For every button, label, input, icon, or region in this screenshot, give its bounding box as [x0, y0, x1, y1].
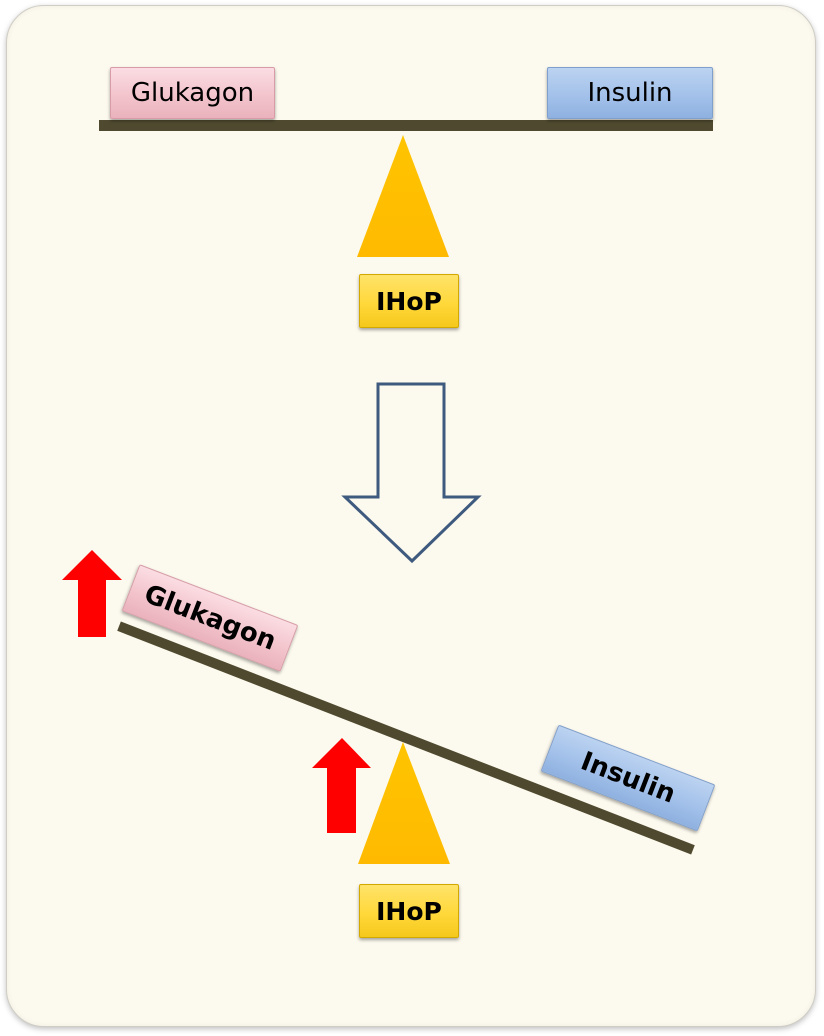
bottom-fulcrum-triangle: [358, 742, 450, 864]
top-insulin-box: Insulin: [547, 67, 713, 119]
top-fulcrum-triangle: [357, 135, 449, 257]
top-glukagon-box: Glukagon: [110, 67, 275, 119]
transition-down-arrow-icon: [341, 382, 482, 564]
top-ihop-box: IHoP: [359, 274, 459, 328]
top-insulin-label: Insulin: [587, 78, 673, 108]
ihop-increase-arrow-icon: [312, 738, 371, 833]
bottom-ihop-label: IHoP: [376, 896, 442, 926]
top-beam: [99, 120, 713, 131]
glukagon-increase-arrow-icon: [62, 550, 122, 637]
bottom-ihop-box: IHoP: [359, 884, 459, 938]
top-ihop-label: IHoP: [376, 286, 442, 316]
top-glukagon-label: Glukagon: [130, 78, 255, 108]
